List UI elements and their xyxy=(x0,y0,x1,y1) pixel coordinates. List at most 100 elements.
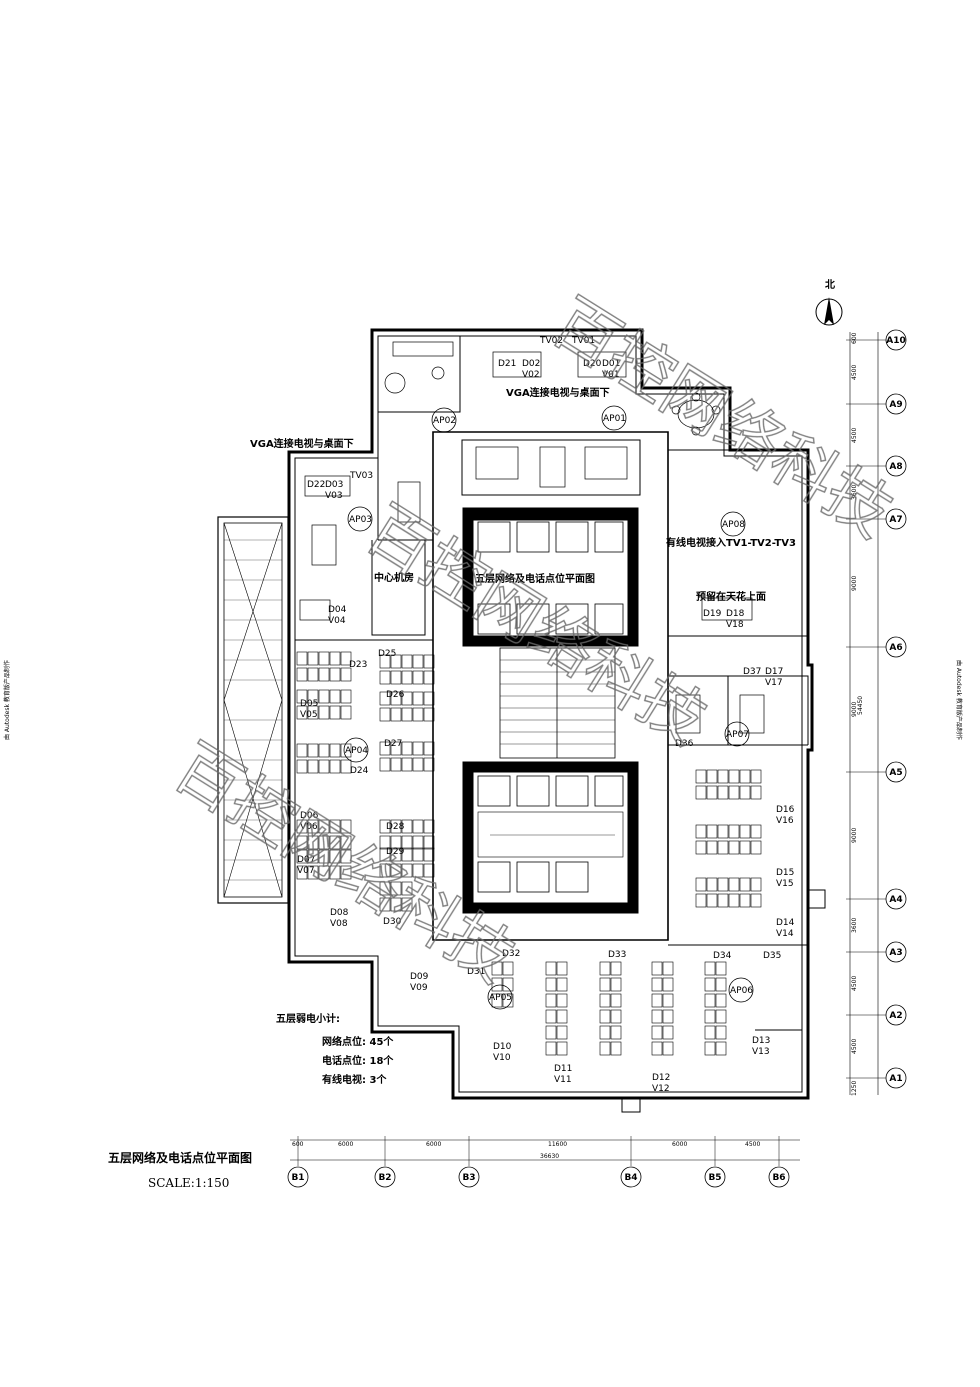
row-axis-grid: A10A9A8A7A6A5A4A3A2A16004500450036009000… xyxy=(846,329,907,1096)
row-axis-label: A2 xyxy=(889,1011,902,1021)
ap-marker-ap07 xyxy=(724,721,750,747)
phone-point-v03: V03 xyxy=(325,491,343,501)
row-axis-bubble xyxy=(885,329,907,351)
col-axis-bubble xyxy=(458,1166,480,1188)
ap-label-ap01: AP01 xyxy=(603,414,626,424)
network-point-d20: D20 xyxy=(583,359,602,369)
network-point-d03: D03 xyxy=(325,480,343,490)
row-dim: 4500 xyxy=(851,1039,858,1054)
desk-cluster xyxy=(695,769,762,800)
tv-point-tv03: TV03 xyxy=(349,471,373,481)
desk-cluster xyxy=(379,881,413,912)
north-label: 北 xyxy=(825,278,835,291)
row-axis-label: A9 xyxy=(889,400,902,410)
col-dim: 6000 xyxy=(338,1141,353,1148)
network-point-d35: D35 xyxy=(763,951,781,961)
ap-label-ap04: AP04 xyxy=(345,746,368,756)
phone-point-v18: V18 xyxy=(726,620,744,630)
desk-cluster xyxy=(599,961,622,1056)
network-point-d01: D01 xyxy=(602,359,620,369)
network-point-d24: D24 xyxy=(350,766,369,776)
server-room-label: 中心机房 xyxy=(374,571,414,584)
network-point-d08: D08 xyxy=(330,908,349,918)
network-point-d27: D27 xyxy=(384,739,402,749)
phone-point-v15: V15 xyxy=(776,879,794,889)
phone-point-v08: V08 xyxy=(330,919,348,929)
network-point-d23: D23 xyxy=(349,660,367,670)
row-axis-bubble xyxy=(885,1004,907,1026)
col-axis-bubble xyxy=(704,1166,726,1188)
tv-point-tv02: TV02 xyxy=(539,336,563,346)
col-dim: 6000 xyxy=(672,1141,687,1148)
desk-cluster xyxy=(695,877,762,908)
summary-tv: 有线电视: 3个 xyxy=(322,1073,387,1086)
phone-point-v02: V02 xyxy=(522,370,540,380)
phone-point-v11: V11 xyxy=(554,1075,572,1085)
col-dim: 4500 xyxy=(745,1141,760,1148)
phone-point-v17: V17 xyxy=(765,678,783,688)
watermark-text-mid: 百控网络科技 xyxy=(354,493,719,759)
network-point-d30: D30 xyxy=(383,917,402,927)
col-axis-label: B4 xyxy=(624,1173,637,1183)
desk-cluster xyxy=(379,847,435,878)
row-axis-label: A1 xyxy=(889,1074,902,1084)
phone-point-v05: V05 xyxy=(300,710,318,720)
row-dim: 4500 xyxy=(851,428,858,443)
network-point-d17: D17 xyxy=(765,667,783,677)
row-axis-label: A8 xyxy=(889,462,902,472)
summary-network: 网络点位: 45个 xyxy=(322,1035,394,1048)
network-point-d02: D02 xyxy=(522,359,540,369)
desk-cluster xyxy=(296,743,352,774)
summary-block: 五层弱电小计: 网络点位: 45个 电话点位: 18个 有线电视: 3个 xyxy=(276,1012,394,1086)
phone-point-v06: V06 xyxy=(300,822,318,832)
network-point-d18: D18 xyxy=(726,609,745,619)
row-axis-label: A6 xyxy=(889,643,902,653)
row-axis-bubble xyxy=(885,508,907,530)
phone-point-v01: V01 xyxy=(602,370,620,380)
row-axis-label: A3 xyxy=(889,948,902,958)
row-dim: 4500 xyxy=(851,976,858,991)
col-axis-label: B6 xyxy=(772,1173,785,1183)
col-axis-bubble xyxy=(620,1166,642,1188)
row-axis-label: A5 xyxy=(889,768,902,778)
row-dim: 3600 xyxy=(851,918,858,933)
network-point-d05: D05 xyxy=(300,699,318,709)
col-dim: 6000 xyxy=(426,1141,441,1148)
network-point-d04: D04 xyxy=(328,605,347,615)
desk-cluster xyxy=(296,651,352,682)
phone-point-v13: V13 xyxy=(752,1047,770,1057)
plan-title: 五层网络及电话点位平面图 xyxy=(108,1150,252,1165)
col-total-dim: 36630 xyxy=(540,1153,559,1160)
ap-marker-ap04 xyxy=(343,737,369,763)
ceiling-note: 预留在天花上面 xyxy=(696,590,766,603)
network-point-d29: D29 xyxy=(386,847,405,857)
row-total-dim: 54450 xyxy=(857,696,864,715)
tv-point-tv01: TV01 xyxy=(571,336,595,346)
phone-point-v16: V16 xyxy=(776,816,794,826)
desk-cluster xyxy=(296,849,352,880)
desk-cluster xyxy=(379,819,435,850)
row-axis-bubble xyxy=(885,761,907,783)
row-dim: 4500 xyxy=(851,365,858,380)
network-point-d31: D31 xyxy=(467,967,485,977)
row-axis-bubble xyxy=(885,888,907,910)
desk-cluster xyxy=(704,961,727,1056)
network-point-d16: D16 xyxy=(776,805,795,815)
vga-note-top: VGA连接电视与桌面下 xyxy=(506,386,610,399)
network-point-d09: D09 xyxy=(410,972,429,982)
col-axis-bubble xyxy=(287,1166,309,1188)
network-point-d25: D25 xyxy=(378,649,396,659)
row-axis-bubble xyxy=(885,941,907,963)
elevator-core xyxy=(432,431,669,941)
col-axis-label: B3 xyxy=(462,1173,475,1183)
phone-point-v14: V14 xyxy=(776,929,794,939)
desk-cluster xyxy=(695,824,762,855)
ap-label-ap05: AP05 xyxy=(489,993,512,1003)
col-axis-label: B1 xyxy=(291,1173,304,1183)
cable-tv-note: 有线电视接入TV1-TV2-TV3 xyxy=(666,536,796,549)
phone-point-v12: V12 xyxy=(652,1084,670,1094)
ap-marker-ap02 xyxy=(431,407,457,433)
col-dim: 600 xyxy=(292,1141,304,1148)
